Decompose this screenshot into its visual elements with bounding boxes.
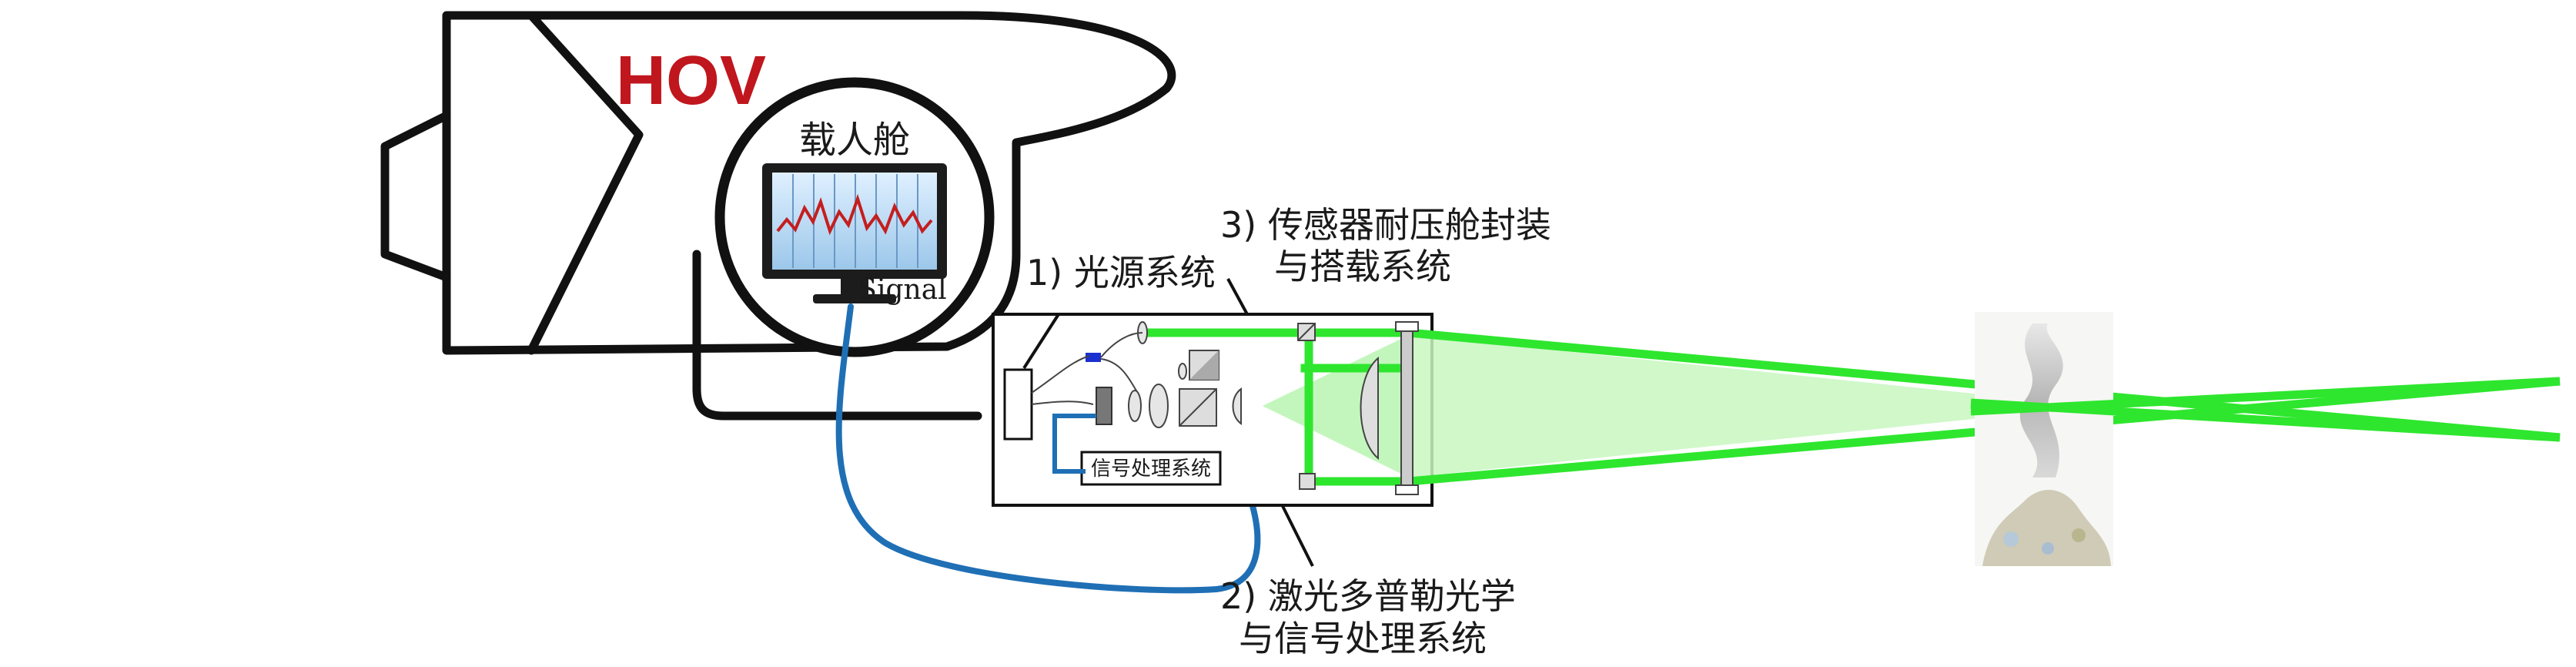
pressure-housing-label-line1: 3) 传感器耐压舱封装	[1220, 204, 1551, 246]
hov-skid-outline	[692, 250, 982, 421]
laser-source-box	[1003, 368, 1033, 441]
receiver-lens-1	[1128, 390, 1142, 422]
lower-mirror	[1299, 473, 1316, 490]
signal-label: Signal	[858, 274, 946, 306]
hov-sail-outline	[527, 11, 644, 355]
signal-waveform	[776, 193, 933, 236]
output-lens	[1232, 387, 1242, 425]
crew-cabin-label: 载人舱	[799, 119, 910, 162]
leader-lines	[1022, 278, 1314, 567]
pressure-window	[1400, 327, 1413, 490]
focus-lens-small	[1178, 363, 1187, 380]
hydrothermal-vent-image	[1975, 312, 2113, 566]
hov-nose-outline	[380, 111, 451, 282]
optical-components	[1003, 321, 1419, 495]
optical-fiber	[1031, 332, 1143, 405]
pressure-housing-label-line2: 与搭载系统	[1274, 246, 1451, 287]
monitor-icon	[762, 163, 947, 303]
doppler-optics-label-line2: 与信号处理系统	[1239, 618, 1487, 659]
hov-title: HOV	[616, 42, 766, 119]
internal-signal-wire	[1052, 414, 1096, 474]
internal-laser-paths	[1142, 328, 1413, 486]
signal-processing-label: 信号处理系统	[1091, 458, 1211, 481]
laser-probe-cone	[1409, 335, 2040, 478]
receiver-lens-2	[1149, 384, 1169, 428]
photodetector	[1096, 387, 1112, 425]
doppler-optics-label-line1: 2) 激光多普勒光学	[1220, 575, 1516, 617]
large-objective-lens	[1360, 356, 1379, 461]
fiber-coupler	[1086, 353, 1101, 362]
signal-processing-box	[1080, 451, 1222, 486]
light-source-label: 1) 光源系统	[1026, 252, 1216, 293]
